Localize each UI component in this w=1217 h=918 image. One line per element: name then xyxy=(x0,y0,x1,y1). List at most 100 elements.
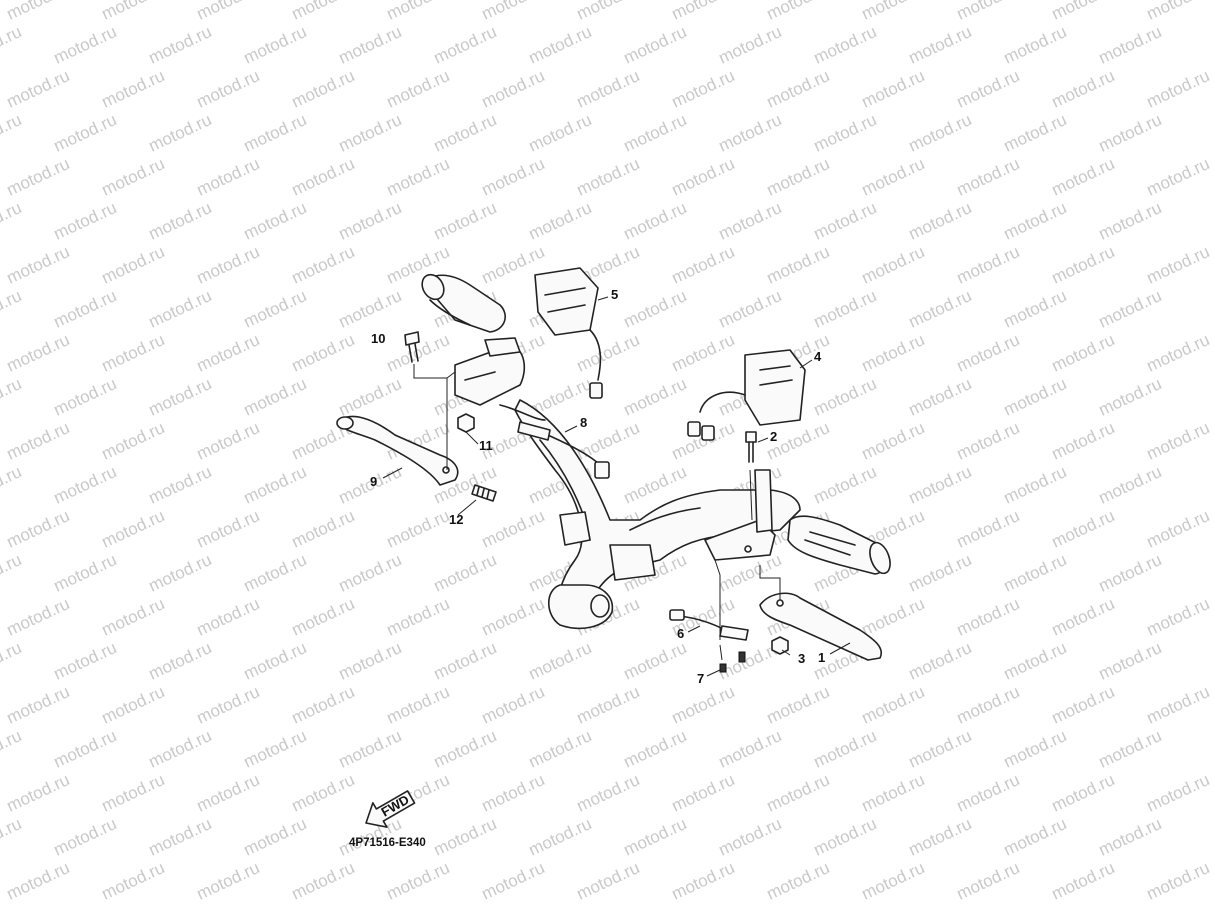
watermark-text: motod.ru xyxy=(859,66,928,112)
watermark-text: motod.ru xyxy=(811,22,880,68)
watermark-text: motod.ru xyxy=(764,66,833,112)
watermark-text: motod.ru xyxy=(194,682,263,728)
watermark-text: motod.ru xyxy=(289,66,358,112)
watermark-text: motod.ru xyxy=(99,418,168,464)
watermark-text: motod.ru xyxy=(954,330,1023,376)
watermark-text: motod.ru xyxy=(336,550,405,596)
watermark-text: motod.ru xyxy=(0,550,24,596)
watermark-text: motod.ru xyxy=(1096,638,1165,684)
watermark-text: motod.ru xyxy=(716,286,785,332)
watermark-text: motod.ru xyxy=(1096,726,1165,772)
leader-lines xyxy=(382,296,851,677)
watermark-text: motod.ru xyxy=(764,858,833,904)
watermark-text: motod.ru xyxy=(954,770,1023,816)
watermark-text: motod.ru xyxy=(51,22,120,68)
watermark-text: motod.ru xyxy=(621,286,690,332)
watermark-text: motod.ru xyxy=(146,638,215,684)
watermark-text: motod.ru xyxy=(526,814,595,860)
watermark-text: motod.ru xyxy=(764,242,833,288)
watermark-text: motod.ru xyxy=(1096,110,1165,156)
watermark-text: motod.ru xyxy=(764,770,833,816)
watermark-text: motod.ru xyxy=(99,66,168,112)
watermark-text: motod.ru xyxy=(4,154,73,200)
watermark-text: motod.ru xyxy=(669,242,738,288)
watermark-text: motod.ru xyxy=(336,110,405,156)
watermark-text: motod.ru xyxy=(1144,66,1213,112)
watermark-text: motod.ru xyxy=(859,0,928,24)
callout-9: 9 xyxy=(370,474,377,489)
watermark-text: motod.ru xyxy=(1096,22,1165,68)
watermark-text: motod.ru xyxy=(1001,462,1070,508)
watermark-text: motod.ru xyxy=(1096,374,1165,420)
callouts: 1 2 3 4 5 6 7 8 9 10 11 12 xyxy=(370,287,825,686)
watermark-text: motod.ru xyxy=(4,506,73,552)
watermark-text: motod.ru xyxy=(479,682,548,728)
watermark-text: motod.ru xyxy=(4,242,73,288)
watermark-text: motod.ru xyxy=(811,814,880,860)
watermark-text: motod.ru xyxy=(906,110,975,156)
watermark-text: motod.ru xyxy=(194,154,263,200)
watermark-text: motod.ru xyxy=(669,330,738,376)
part-4-right-switch xyxy=(687,349,806,441)
watermark-text: motod.ru xyxy=(241,550,310,596)
watermark-text: motod.ru xyxy=(669,0,738,24)
watermark-text: motod.ru xyxy=(51,638,120,684)
watermark-text: motod.ru xyxy=(4,330,73,376)
watermark-text: motod.ru xyxy=(384,594,453,640)
callout-6: 6 xyxy=(677,626,684,641)
watermark-text: motod.ru xyxy=(811,462,880,508)
watermark-text: motod.ru xyxy=(336,726,405,772)
watermark-text: motod.ru xyxy=(1049,506,1118,552)
watermark-text: motod.ru xyxy=(954,682,1023,728)
watermark-text: motod.ru xyxy=(0,462,24,508)
watermark-text: motod.ru xyxy=(99,242,168,288)
watermark-text: motod.ru xyxy=(954,0,1023,24)
callout-4: 4 xyxy=(814,349,822,364)
watermark-text: motod.ru xyxy=(1049,0,1118,24)
part-8-front-stop-switch xyxy=(517,421,610,479)
watermark-text: motod.ru xyxy=(0,286,24,332)
watermark-text: motod.ru xyxy=(669,154,738,200)
watermark-text: motod.ru xyxy=(241,22,310,68)
watermark-text: motod.ru xyxy=(954,418,1023,464)
callout-2: 2 xyxy=(770,429,777,444)
watermark-text: motod.ru xyxy=(811,198,880,244)
watermark-text: motod.ru xyxy=(1144,594,1213,640)
watermark-text: motod.ru xyxy=(51,550,120,596)
watermark-text: motod.ru xyxy=(479,66,548,112)
watermark-text: motod.ru xyxy=(194,418,263,464)
watermark-text: motod.ru xyxy=(4,594,73,640)
watermark-text: motod.ru xyxy=(289,594,358,640)
callout-5: 5 xyxy=(611,287,618,302)
watermark-text: motod.ru xyxy=(1144,0,1213,24)
watermark-text: motod.ru xyxy=(431,22,500,68)
watermark-text: motod.ru xyxy=(146,286,215,332)
watermark-text: motod.ru xyxy=(526,726,595,772)
watermark-text: motod.ru xyxy=(241,198,310,244)
watermark-text: motod.ru xyxy=(241,814,310,860)
watermark-text: motod.ru xyxy=(1144,242,1213,288)
watermark-text: motod.ru xyxy=(0,726,24,772)
watermark-text: motod.ru xyxy=(0,814,24,860)
watermark-text: motod.ru xyxy=(51,726,120,772)
watermark-text: motod.ru xyxy=(1049,770,1118,816)
watermark-text: motod.ru xyxy=(669,770,738,816)
watermark-text: motod.ru xyxy=(669,858,738,904)
watermark-text: motod.ru xyxy=(289,242,358,288)
watermark-text: motod.ru xyxy=(194,506,263,552)
watermark-text: motod.ru xyxy=(194,0,263,24)
watermark-text: motod.ru xyxy=(1144,330,1213,376)
watermark-text: motod.ru xyxy=(479,770,548,816)
watermark-text: motod.ru xyxy=(621,198,690,244)
watermark-text: motod.ru xyxy=(1096,814,1165,860)
watermark-text: motod.ru xyxy=(859,682,928,728)
watermark-text: motod.ru xyxy=(431,198,500,244)
watermark-text: motod.ru xyxy=(1096,550,1165,596)
watermark-text: motod.ru xyxy=(1049,418,1118,464)
watermark-text: motod.ru xyxy=(1144,858,1213,904)
watermark-text: motod.ru xyxy=(1144,154,1213,200)
part-5-left-switch xyxy=(534,267,603,399)
watermark-text: motod.ru xyxy=(1144,770,1213,816)
watermark-text: motod.ru xyxy=(289,0,358,24)
